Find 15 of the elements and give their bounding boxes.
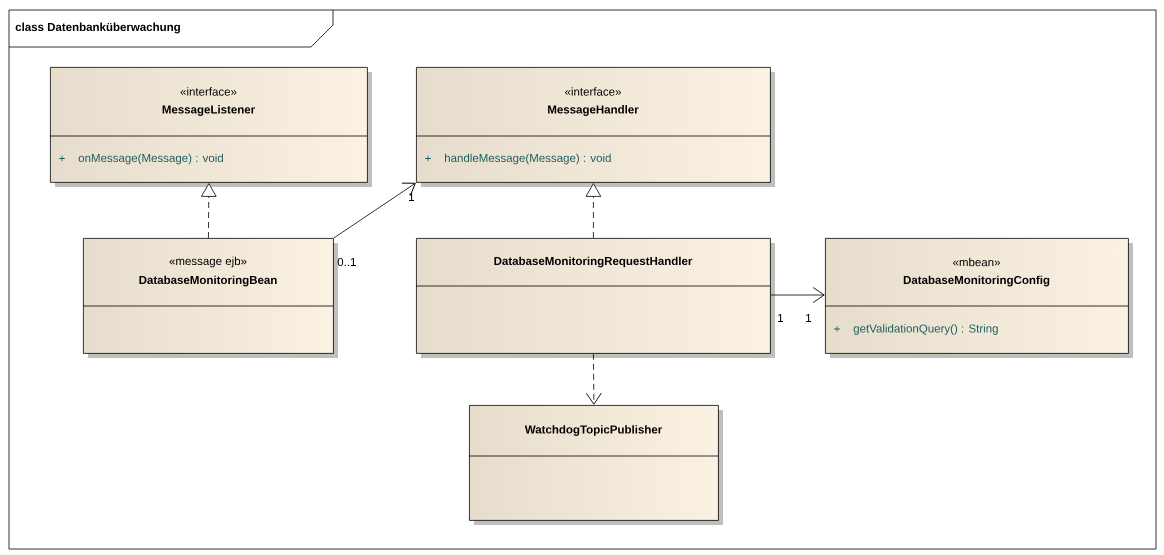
class-box: WatchdogTopicPublisher	[468, 405, 723, 525]
frame-tab: class Datenbanküberwachung	[8, 9, 334, 48]
multiplicity-label: 1	[409, 193, 415, 201]
class-box: «interface» MessageListener + onMessage(Message) : void	[49, 67, 372, 187]
class-box: «interface» MessageHandler + handleMessage(Message) : void	[415, 67, 775, 187]
association-arrow	[770, 287, 825, 303]
association-arrow	[333, 182, 416, 239]
multiplicity-label: 0..1	[337, 257, 356, 267]
dependency-arrow	[585, 353, 602, 405]
class-box: DatabaseMonitoringRequestHandler	[415, 238, 775, 358]
multiplicity-label: 1	[806, 314, 812, 322]
class-box: «message ejb» DatabaseMonitoringBean	[82, 238, 338, 358]
class-box: «mbean» DatabaseMonitoringConfig + getValidationQuery() : String	[824, 238, 1133, 358]
realization-arrow	[201, 183, 217, 239]
realization-arrow	[585, 183, 602, 239]
